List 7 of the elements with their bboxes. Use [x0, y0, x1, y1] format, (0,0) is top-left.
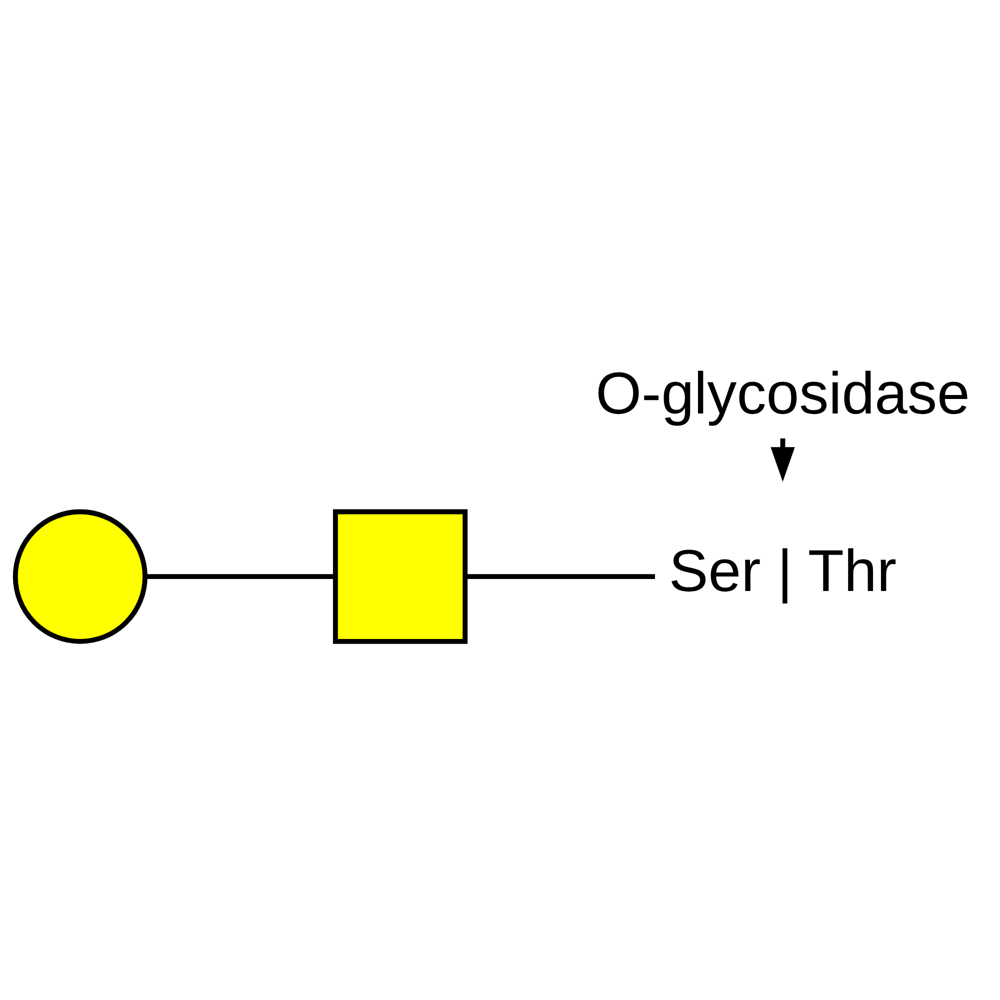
node-box	[332, 508, 468, 644]
connector	[465, 574, 655, 579]
node-text: Ser | Thr	[668, 538, 897, 604]
node-text: O-glycosidase	[596, 360, 970, 426]
arrow	[770, 438, 795, 482]
connector	[145, 574, 336, 579]
node-circle	[12, 508, 148, 644]
